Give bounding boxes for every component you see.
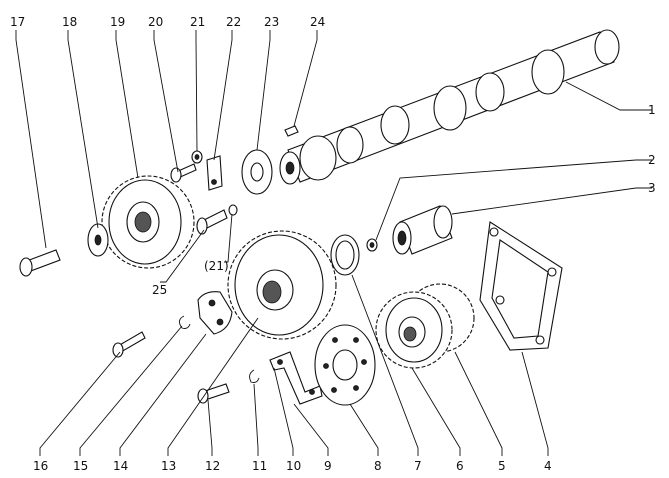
camshaft-bolt <box>19 249 61 277</box>
label-15: 15 <box>73 459 88 473</box>
label-13: 13 <box>161 459 176 473</box>
label-20: 20 <box>148 15 163 29</box>
label-25: 25 <box>152 283 167 297</box>
label-3: 3 <box>648 181 656 195</box>
seal-ring <box>330 234 360 276</box>
label-21-ref: (21) <box>204 259 229 273</box>
label-1: 1 <box>648 103 656 117</box>
camshaft <box>279 29 620 185</box>
bolt-with-washer <box>196 204 238 235</box>
spacer-block <box>197 291 233 335</box>
part-labels: 17 18 19 20 21 22 23 24 1 2 3 4 5 6 7 8 … <box>10 15 656 473</box>
label-16: 16 <box>33 459 48 473</box>
label-24: 24 <box>310 15 325 29</box>
small-nut <box>366 238 378 252</box>
label-4: 4 <box>544 459 552 473</box>
gasket <box>479 221 563 351</box>
bracket-bolt <box>197 383 230 404</box>
label-23: 23 <box>264 15 279 29</box>
intermediate-gear <box>227 230 337 340</box>
label-5: 5 <box>498 459 506 473</box>
bushing <box>392 205 453 255</box>
label-22: 22 <box>226 15 241 29</box>
label-21: 21 <box>190 15 205 29</box>
lower-bolt <box>112 331 146 358</box>
label-14: 14 <box>113 459 128 473</box>
woodruff-key <box>284 125 299 137</box>
crankshaft-gear <box>375 283 475 369</box>
gear-washer <box>87 223 109 257</box>
spring-washer <box>191 150 203 164</box>
bracket <box>269 351 323 405</box>
label-8: 8 <box>374 459 382 473</box>
label-18: 18 <box>62 15 77 29</box>
label-9: 9 <box>324 459 332 473</box>
circlip <box>179 315 191 329</box>
label-2: 2 <box>648 153 656 167</box>
label-6: 6 <box>456 459 464 473</box>
label-17: 17 <box>10 15 25 29</box>
label-10: 10 <box>286 459 301 473</box>
camshaft-gear <box>101 175 195 269</box>
thrust-washer <box>241 149 273 195</box>
label-19: 19 <box>110 15 125 29</box>
leader-lines <box>15 30 652 456</box>
small-circlip <box>249 369 260 383</box>
label-11: 11 <box>252 459 267 473</box>
label-7: 7 <box>414 459 422 473</box>
lock-plate <box>206 155 223 191</box>
perforated-disc <box>314 324 376 406</box>
label-12: 12 <box>205 459 220 473</box>
gear-bolt <box>170 163 197 183</box>
